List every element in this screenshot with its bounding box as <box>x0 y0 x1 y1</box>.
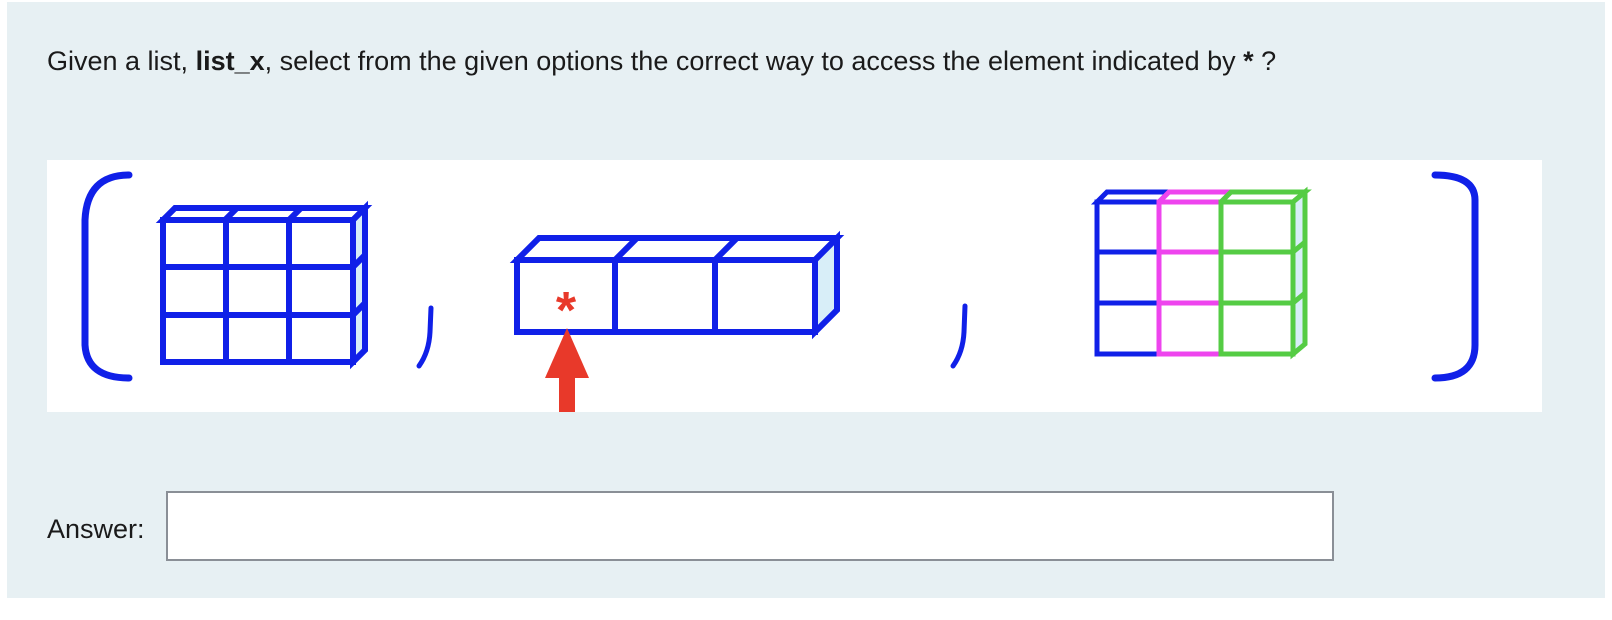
question-text: Given a list, list_x, select from the gi… <box>47 46 1276 77</box>
comma-1 <box>416 305 434 369</box>
question-middle: , select from the given options the corr… <box>264 46 1244 76</box>
row-1x3-blue <box>509 230 845 340</box>
question-suffix: ? <box>1253 46 1277 76</box>
question-panel: Given a list, list_x, select from the gi… <box>7 2 1605 598</box>
close-bracket <box>1431 171 1479 382</box>
marker-symbol: * <box>1243 46 1254 76</box>
answer-input[interactable] <box>166 491 1334 561</box>
question-prefix: Given a list, <box>47 46 196 76</box>
list-diagram: * <box>47 160 1542 412</box>
comma-2 <box>950 303 968 369</box>
target-marker: * <box>556 282 577 340</box>
open-bracket <box>81 171 133 382</box>
list-diagram-svg: * <box>81 171 1479 412</box>
red-arrow <box>545 328 589 412</box>
answer-label: Answer: <box>47 514 145 544</box>
matrix-3x3-colored <box>1090 186 1312 360</box>
matrix-3x3-blue <box>155 200 373 370</box>
list-name: list_x <box>195 46 265 76</box>
